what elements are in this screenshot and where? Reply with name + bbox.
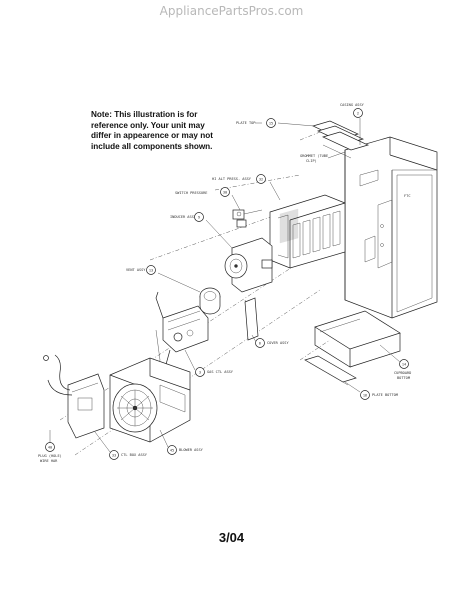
callout-plug-number: 40 [48,445,52,449]
note-line: reference only. Your unit may [91,120,205,130]
callout-cover-number: 6 [259,341,261,345]
callout-ctl-box-balloon [109,450,119,460]
callout-inducer-number: 9 [198,215,200,219]
callout-cover-label: COVER ASSY [267,341,289,345]
control-box-assembly [43,354,105,439]
blower-assembly [109,357,191,443]
callout-gas-ctl-number: 3 [199,370,201,374]
callout-plug-label: PLUG (HOLE) [38,454,62,458]
callout-vent-label: VENT ASSY [126,268,146,272]
callout-switch-pressure-number: 30 [223,190,227,194]
callout-plate-top-balloon [266,118,276,128]
callout-plate-bottom-balloon [360,390,370,400]
callout-casing-label: CASING ASSY [340,103,365,107]
callout-cupboard-balloon [399,359,409,369]
plate-bottom [304,355,357,386]
callout-plate-bottom-label: PLATE BOTTOM [372,393,399,397]
casing-assembly [344,136,438,319]
callout-gas-ctl-balloon [195,367,205,377]
heat-exchanger [269,194,346,269]
callout-grommet-label2: CLIP) [306,159,317,163]
pressure-switch [232,209,263,228]
callout-ctl-box-label: CTL BOX ASSY [121,453,148,457]
callout-switch-pressure-label: SWITCH PRESSURE [175,191,207,195]
note-line: Note: This illustration is for [91,110,198,119]
callout-plate-top-number: 15 [269,121,273,125]
callout-blower-number: 45 [170,448,174,452]
callout-vent-balloon [146,265,156,275]
cupboard-bottom [314,310,401,368]
callout-casing-number: 2 [357,111,359,115]
callout-cover-balloon [255,338,265,348]
callout-cupboard-label: CUPBOARD [394,371,411,375]
callout-casing-balloon [353,108,363,118]
callout-hi-alt-number: 32 [259,177,263,181]
callout-hi-alt-balloon [256,174,266,184]
callout-cupboard-number: 14 [402,362,406,366]
callout-grommet-label: GROMMET (TUBE [300,154,328,158]
callout-vent-number: 13 [149,268,153,272]
page-number: 3/04 [218,530,245,545]
cover-plate [244,297,259,341]
callout-gas-ctl-label: GAS CTL ASSY [207,370,234,374]
callout-blower-balloon [167,445,177,455]
callout-switch-pressure-balloon [220,187,230,197]
callout-blower-label: BLOWER ASSY [179,448,204,452]
note-line: include all components shown. [91,141,213,151]
callout-plug-balloon [45,442,55,452]
vent-assembly [199,287,221,315]
reference-note: Note: This illustration is for reference… [91,110,251,152]
watermark: AppliancePartsPros.com [159,4,304,18]
callout-cupboard-label2: BOTTOM [397,376,411,380]
callout-ctl-box-number: 33 [112,453,116,457]
callout-inducer-balloon [194,212,204,222]
ftc-label: FTC [404,194,411,198]
callout-plate-top-label: PLATE TOP [236,121,255,125]
gas-control-assembly [155,291,209,376]
note-line: differ in appearence or may not [91,131,213,141]
callout-leaders [49,118,401,453]
callout-plug-label2: WIRE HAR [40,459,58,463]
callout-plate-bottom-number: 16 [363,393,367,397]
inducer-assembly [224,237,273,293]
plate-top [312,120,369,159]
callout-inducer-label: INDUCER ASSY [170,215,197,219]
callout-hi-alt-label: HI ALT PRESS. ASSY [212,177,252,181]
